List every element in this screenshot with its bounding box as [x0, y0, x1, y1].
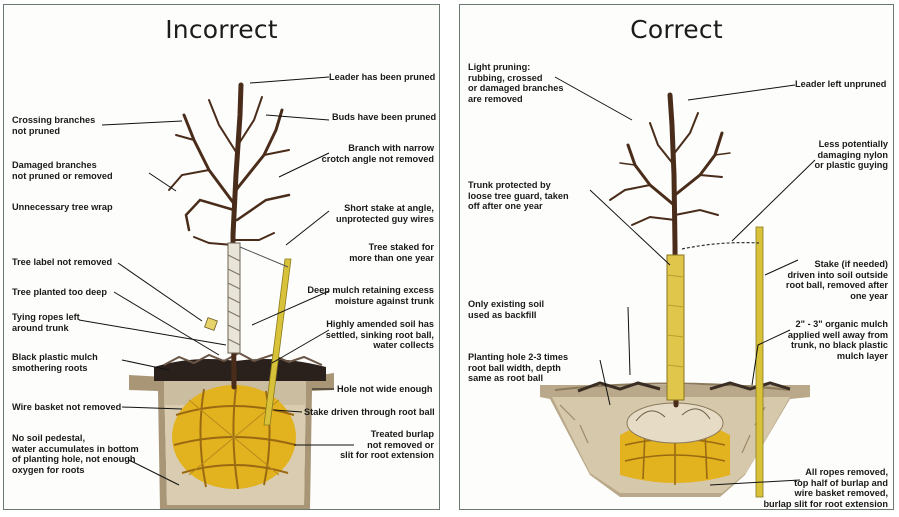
incorrect-illustration	[78, 76, 354, 509]
label-planted-deep: Tree planted too deep	[12, 287, 107, 297]
correct-root-ball	[620, 402, 730, 485]
incorrect-tree-wrap	[227, 242, 241, 354]
label-tying-ropes: Tying ropes left around trunk	[12, 312, 80, 333]
incorrect-leader-lines	[78, 76, 354, 486]
label-crossing-branches: Crossing branches not pruned	[12, 115, 96, 136]
correct-panel: Correct	[459, 4, 894, 510]
label-treated-burlap: Treated burlap not removed or slit for r…	[340, 429, 434, 461]
incorrect-title: Incorrect	[165, 15, 278, 44]
label-short-stake: Short stake at angle, unprotected guy wi…	[335, 203, 434, 224]
label-deep-mulch: Deep mulch retaining excess moisture aga…	[307, 285, 434, 306]
correct-title: Correct	[630, 15, 723, 44]
incorrect-tree-label-tag	[204, 317, 218, 331]
label-ropes-removed: All ropes removed, top half of burlap an…	[763, 467, 888, 509]
label-black-plastic: Black plastic mulch smothering roots	[12, 352, 98, 373]
correct-trunk-guard	[666, 254, 685, 401]
label-staked-long: Tree staked for more than one year	[349, 242, 434, 263]
label-stake-outside: Stake (if needed) driven into soil outsi…	[785, 259, 888, 301]
incorrect-panel: Incorrect	[3, 4, 440, 510]
label-tree-label: Tree label not removed	[12, 257, 113, 267]
label-organic-mulch: 2" - 3" organic mulch applied well away …	[787, 319, 888, 361]
correct-organic-mulch	[577, 381, 791, 393]
label-hole-not-wide: Hole not wide enough	[337, 384, 433, 394]
label-stake-through: Stake driven through root ball	[304, 407, 435, 417]
label-buds-pruned: Buds have been pruned	[332, 112, 437, 122]
incorrect-black-plastic-mulch	[154, 351, 326, 381]
correct-leader-lines	[554, 76, 816, 486]
label-planting-hole: Planting hole 2-3 times root ball width,…	[468, 352, 569, 384]
label-wire-basket: Wire basket not removed	[12, 402, 122, 412]
label-less-damaging: Less potentially damaging nylon or plast…	[814, 139, 888, 171]
correct-stake	[681, 226, 764, 498]
correct-illustration	[540, 76, 816, 498]
label-existing-soil: Only existing soil used as backfill	[468, 299, 545, 320]
label-leader-pruned: Leader has been pruned	[329, 72, 436, 82]
label-tree-wrap: Unnecessary tree wrap	[12, 202, 113, 212]
incorrect-root-ball	[172, 385, 297, 490]
incorrect-short-stake	[239, 246, 292, 426]
label-damaged-branches: Damaged branches not pruned or removed	[12, 160, 113, 181]
label-no-pedestal: No soil pedestal, water accumulates in b…	[12, 433, 139, 475]
label-leader-unpruned: Leader left unpruned	[795, 79, 887, 89]
label-trunk-protected: Trunk protected by loose tree guard, tak…	[468, 180, 569, 212]
label-light-pruning: Light pruning: rubbing, crossed or damag…	[468, 62, 564, 104]
label-narrow-crotch: Branch with narrow crotch angle not remo…	[321, 143, 434, 164]
label-amended-soil: Highly amended soil has settled, sinking…	[325, 319, 434, 351]
